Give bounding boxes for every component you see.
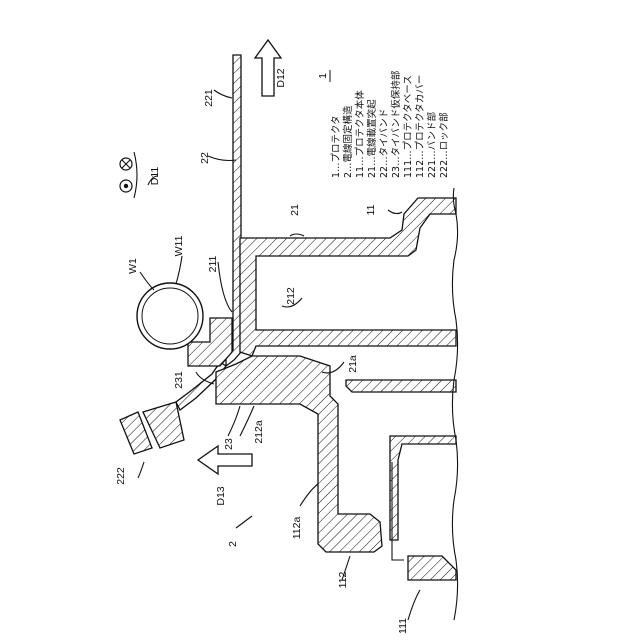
protector-body-break-line — [452, 188, 457, 620]
label-2: 2 — [227, 541, 239, 547]
cover-rib-21a — [346, 380, 456, 392]
legend: 1…プロテクタ 2…電線固定構造 11…プロテクタ本体 21…電線載置突起 22… — [331, 71, 450, 178]
legend-item-4: 22…タイバンド — [379, 109, 390, 178]
label-W11: W11 — [173, 235, 185, 256]
legend-item-1: 2…電線固定構造 — [342, 105, 354, 178]
d11-bracket — [134, 152, 137, 198]
label-112: 112 — [337, 571, 349, 588]
label-D12: D12 — [275, 68, 287, 87]
legend-item-0: 1…プロテクタ — [331, 115, 342, 178]
legend-item-7: 112…プロテクタカバー — [415, 75, 426, 178]
legend-item-6: 111…プロテクタベース — [403, 75, 414, 178]
label-212: 212 — [285, 287, 297, 305]
protector-base-111 — [390, 436, 456, 540]
label-212a: 212a — [253, 420, 265, 444]
label-221: 221 — [203, 89, 215, 107]
label-11: 11 — [365, 204, 377, 215]
label-D13: D13 — [215, 486, 227, 505]
label-222: 222 — [115, 467, 127, 485]
label-21a: 21a — [347, 355, 359, 373]
legend-item-5: 23…タイバンド仮保持部 — [390, 71, 402, 178]
label-21: 21 — [289, 204, 301, 216]
label-231: 231 — [173, 371, 185, 389]
legend-item-8: 221…バンド部 — [426, 112, 438, 178]
legend-item-9: 222…ロック部 — [438, 112, 450, 178]
figure-number: 1 — [317, 73, 329, 79]
label-D11: D11 — [149, 167, 161, 186]
label-112a: 112a — [291, 517, 303, 540]
label-W1: W1 — [127, 258, 139, 274]
label-22: 22 — [199, 152, 211, 164]
legend-item-3: 21…電線載置突起 — [366, 99, 378, 178]
label-211: 211 — [207, 255, 219, 272]
wire-support-protrusion-21 — [240, 198, 456, 356]
wire-W1-outer — [137, 283, 203, 349]
label-111: 111 — [397, 618, 409, 634]
label-23: 23 — [223, 438, 235, 450]
legend-item-2: 11…プロテクタ本体 — [354, 90, 366, 178]
protector-base-111-lower — [408, 556, 456, 580]
